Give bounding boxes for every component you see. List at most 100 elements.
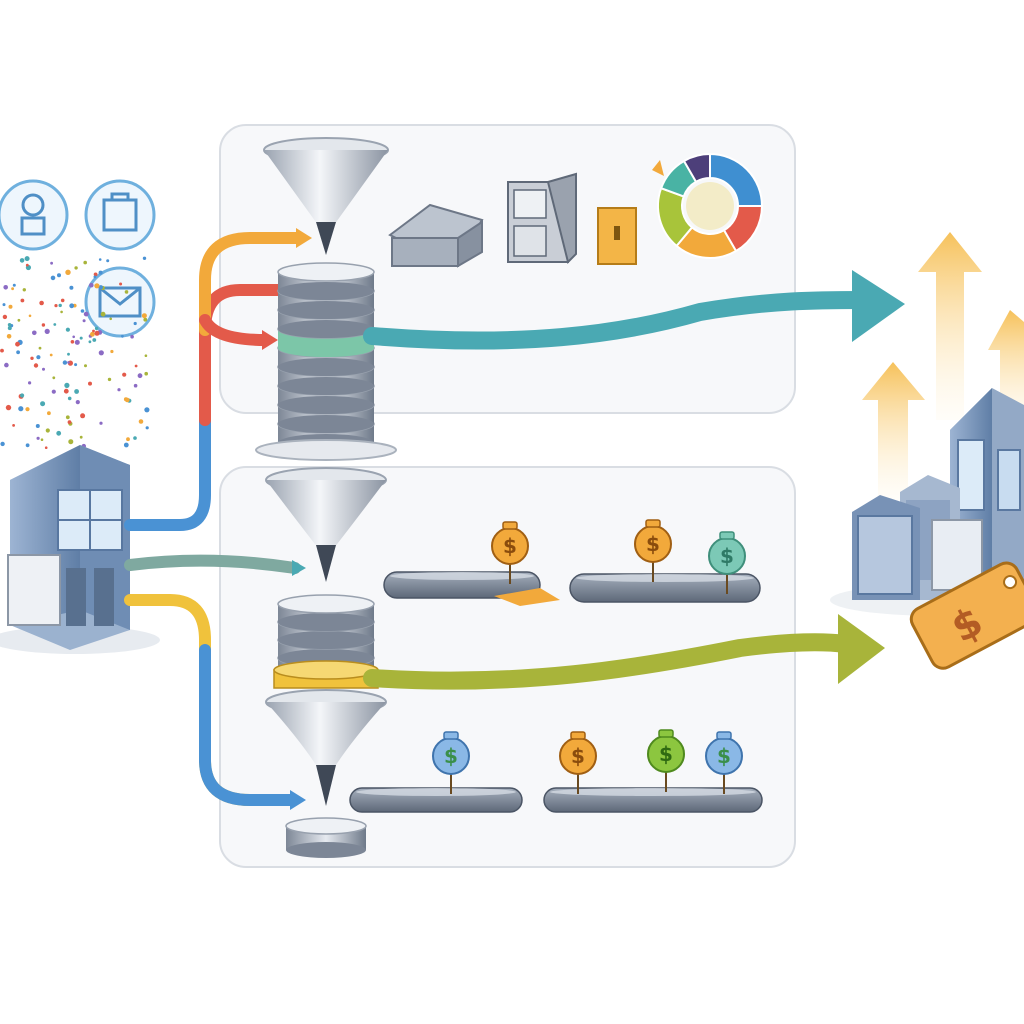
data-particle xyxy=(94,330,100,336)
coin-bag-symbol: $ xyxy=(720,544,734,568)
data-particle xyxy=(93,275,97,279)
growth-arrow-icon xyxy=(862,232,1024,500)
data-particle xyxy=(68,439,74,445)
badge-icon xyxy=(0,179,69,251)
data-particle xyxy=(106,259,110,263)
data-particle xyxy=(107,377,112,382)
pie-chart-icon xyxy=(652,152,764,259)
coin-bag-icon: $ xyxy=(705,731,743,794)
coin-bag-symbol: $ xyxy=(659,742,673,766)
data-particle xyxy=(28,381,32,385)
disc-stack-icon xyxy=(277,262,375,452)
data-particle xyxy=(33,363,39,368)
arrowhead-red xyxy=(262,330,278,350)
pie-segment xyxy=(682,152,711,184)
data-particle xyxy=(82,319,86,323)
data-particle xyxy=(133,321,137,326)
data-particle xyxy=(74,389,79,394)
data-particle xyxy=(74,363,78,367)
data-particle xyxy=(11,287,15,291)
coin-bag-symbol: $ xyxy=(717,744,731,768)
data-particle xyxy=(50,275,56,281)
data-particle xyxy=(50,261,53,265)
funnel-icon xyxy=(265,689,387,806)
data-particle xyxy=(79,336,83,340)
data-particle xyxy=(137,373,143,379)
data-particle xyxy=(40,438,44,442)
coin-bag-icon: $ xyxy=(559,731,597,794)
coin-bag-icon: $ xyxy=(432,731,470,794)
data-particle xyxy=(67,352,70,356)
data-particle xyxy=(60,310,63,314)
data-particle xyxy=(36,436,40,440)
data-particle xyxy=(84,364,87,368)
data-particle xyxy=(125,397,130,403)
data-particle xyxy=(12,283,16,287)
data-particle xyxy=(24,256,30,262)
data-particle xyxy=(80,309,85,313)
data-particle xyxy=(142,256,147,260)
data-particle xyxy=(80,413,86,419)
office-building-icon xyxy=(0,445,160,654)
data-particle xyxy=(28,314,32,318)
clipboard-icon xyxy=(84,179,156,251)
conveyor-belts: $$$$$$$ xyxy=(349,519,763,813)
coin-bag-symbol: $ xyxy=(571,744,585,768)
data-particle xyxy=(12,424,16,427)
data-particle xyxy=(92,329,95,333)
data-particle xyxy=(7,326,12,331)
data-particle xyxy=(16,350,20,355)
data-particle xyxy=(90,331,95,337)
data-particle xyxy=(40,401,46,407)
server-icon xyxy=(507,172,577,264)
bottom-process-panel xyxy=(219,466,796,868)
data-particle xyxy=(122,372,127,377)
data-particle xyxy=(7,323,12,327)
data-particle xyxy=(51,389,56,394)
warehouse-icon xyxy=(388,203,484,268)
data-particle xyxy=(60,298,65,303)
data-particle xyxy=(20,393,25,398)
arrowhead-teal xyxy=(292,560,306,576)
flow-arrows-left xyxy=(124,232,304,806)
data-particle xyxy=(6,334,12,339)
data-particle xyxy=(41,323,46,327)
data-particle xyxy=(2,314,8,320)
data-particle xyxy=(117,388,121,392)
data-particle xyxy=(49,353,53,357)
data-particle xyxy=(74,339,80,345)
coin-bag-symbol: $ xyxy=(444,744,458,768)
data-particle xyxy=(109,317,112,321)
data-particle xyxy=(44,446,48,450)
data-particle xyxy=(119,282,123,286)
data-particle xyxy=(143,317,148,322)
coin-bag-icon: $ xyxy=(708,531,746,594)
data-particle xyxy=(88,340,92,344)
data-particle xyxy=(36,355,41,360)
data-particle xyxy=(98,285,104,290)
data-particle xyxy=(123,442,129,448)
data-particle xyxy=(93,272,98,277)
data-particle xyxy=(67,361,70,364)
data-particle xyxy=(5,404,12,411)
data-particle xyxy=(100,311,106,317)
price-tag-icon: $ xyxy=(909,561,1024,670)
data-particle xyxy=(67,396,72,401)
data-particle xyxy=(17,318,21,322)
data-particle xyxy=(70,340,75,344)
data-particle xyxy=(22,288,26,292)
data-particle xyxy=(83,260,87,265)
coin-bag-icon: $ xyxy=(634,519,672,582)
data-particle xyxy=(133,436,137,440)
data-particle xyxy=(53,323,57,326)
data-particle xyxy=(30,356,34,360)
data-particle xyxy=(19,258,25,263)
data-particle xyxy=(54,304,58,308)
data-particle xyxy=(79,435,83,439)
data-particle xyxy=(134,364,138,368)
data-particle xyxy=(62,360,68,365)
data-particle xyxy=(56,430,62,436)
data-particle xyxy=(69,285,74,290)
data-particle xyxy=(121,334,124,338)
